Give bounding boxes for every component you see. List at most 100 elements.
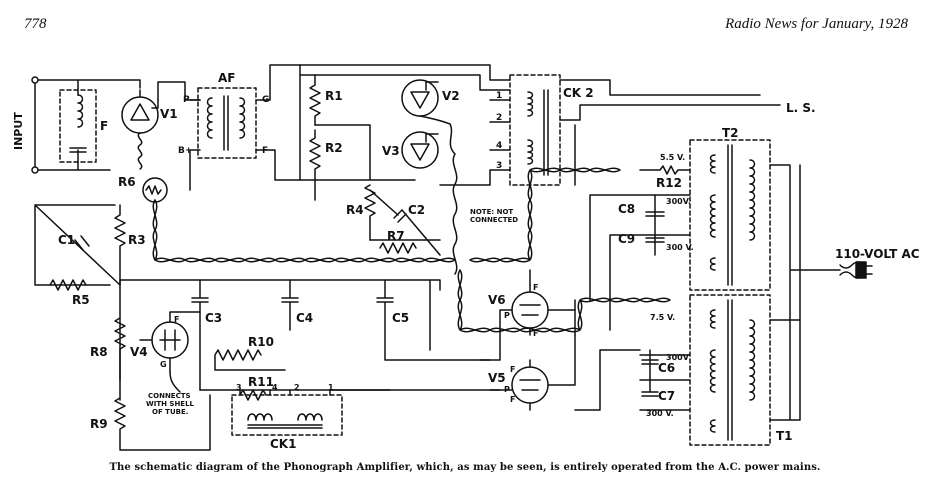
plug-body [855,261,867,279]
label-v4: V4 [130,345,148,359]
plug-prongs [865,265,873,275]
label-v6-f2: F [533,329,538,338]
label-t2: T2 [722,126,739,140]
top-bus [299,64,511,91]
label-note-2: CONNECTED [470,216,518,224]
ck1-box [231,394,343,436]
ck2-coil-a [527,91,534,117]
label-300v-a: 300V. [666,197,691,206]
label-v5-f2: F [510,395,515,404]
label-af-bplus: B+ [178,146,192,156]
label-ck2-3: 3 [496,161,502,171]
label-note: NOTE: NOT [470,208,513,216]
label-af-f: F [262,146,268,156]
label-v6-f: F [533,283,538,292]
r7-resistor [379,242,417,254]
ck1-core [247,424,323,429]
label-connects-2: WITH SHELL [146,400,195,408]
label-r2: R2 [325,141,343,155]
label-v5: V5 [488,371,506,385]
c6-c7-wires [574,349,691,411]
label-110v-ac: 110-VOLT AC [835,247,920,261]
input-terminal-bottom [31,166,39,174]
t2-core [727,144,733,286]
label-c7: C7 [658,389,675,403]
ck2-coil-b [527,139,534,165]
lower-bus [119,279,441,401]
r8-resistor [114,317,126,381]
label-ck2-1: 1 [496,91,502,101]
c5-cap [376,279,491,361]
r2-resistor [309,129,321,181]
label-300v-d: 300 V. [646,409,674,418]
label-v1: V1 [160,107,178,121]
af-wires [189,64,301,191]
label-r10: R10 [248,335,274,349]
label-af-p: P [183,95,190,105]
label-c6: C6 [658,361,675,375]
label-v4-g: G [160,360,167,369]
label-v2: V2 [442,89,460,103]
label-ck1-1: 1 [328,383,334,392]
label-r4: R4 [346,203,364,217]
label-7-5v: 7.5 V. [650,313,675,322]
tube-v1-elements [130,89,159,121]
tube-v6 [511,291,549,329]
label-300v-b: 300 V. [666,243,694,252]
c4-cap [281,279,299,331]
label-r7: R7 [387,229,405,243]
t1-box [689,294,771,446]
label-v5-f: F [510,365,515,374]
filter-cap [69,147,87,153]
tube-v3 [401,131,439,169]
rheostat-r6 [142,177,168,203]
af-transformer-box [197,87,257,159]
amplifier-schematic: INPUT F V1 AF P G B+ F R1 R2 V2 V3 CK 2 … [12,64,920,451]
tube-v2-elements [410,81,439,109]
ck1-wires [239,389,501,396]
ck2-core [543,89,549,176]
v1-wire-ab [157,81,201,101]
r5-resistor [49,279,87,291]
label-c3: C3 [205,311,222,325]
label-v4-f: F [174,315,179,324]
t1-sec-a [709,309,716,329]
label-ck2: CK 2 [563,86,594,100]
v4-arrow [169,371,181,393]
label-r12: R12 [656,176,682,190]
label-r5: R5 [72,293,90,307]
label-r1: R1 [325,89,343,103]
c8-c9-wires [574,194,691,336]
c2-plates [393,209,407,223]
label-connects-3: OF TUBE. [152,408,188,416]
af-core [223,95,229,151]
lower-twisted [457,269,671,333]
label-c4: C4 [296,311,313,325]
v1-twisted-lead [137,132,143,170]
label-ck2-2: 2 [496,113,502,123]
label-v6: V6 [488,293,506,307]
label-v3: V3 [382,144,400,158]
label-r9: R9 [90,417,108,431]
input-terminal-top [31,76,39,84]
t2-sec-a [709,154,716,174]
tube-v2 [401,79,439,117]
ck1-coil-a [247,413,273,421]
upper-twisted [469,167,621,263]
label-r11: R11 [248,375,274,389]
label-ck2-4: 4 [496,141,502,151]
c1-plates [74,235,90,251]
t2-primary [749,159,756,241]
af-primary [206,97,213,139]
label-ck1-4: 4 [272,383,278,392]
t1-primary [749,319,756,401]
page-number: 778 [24,16,47,32]
r4-resistor [364,184,376,241]
label-v6-p: P [504,311,510,320]
label-r6: R6 [118,175,136,189]
filter-box [59,89,97,163]
label-c2: C2 [408,203,425,217]
rr-bus [299,64,416,201]
label-v5-p: P [504,385,510,394]
